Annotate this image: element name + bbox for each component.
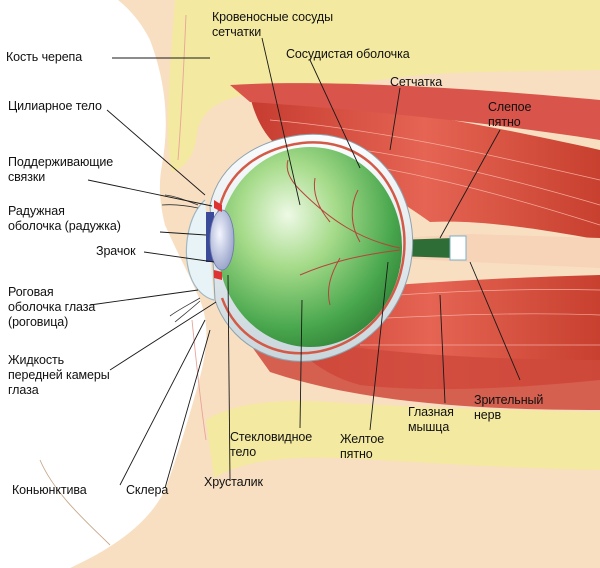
label-retina: Сетчатка: [390, 75, 443, 89]
upper-eyelid-muscle: [230, 83, 600, 140]
label-macula: Желтое пятно: [340, 432, 385, 461]
label-blind-spot: Слепое пятно: [488, 100, 532, 129]
label-cornea: Роговая оболочка глаза (роговица): [8, 285, 96, 329]
label-choroid: Сосудистая оболочка: [286, 47, 410, 61]
label-retina-vessels: Кровеносные сосуды сетчатки: [212, 10, 333, 39]
label-suspensory-ligaments: Поддерживающие связки: [8, 155, 114, 184]
nose-profile: [0, 0, 168, 568]
label-lens: Хрусталик: [204, 475, 263, 489]
label-iris: Радужная оболочка (радужка): [8, 204, 121, 233]
label-eye-muscle: Глазная мышца: [408, 405, 454, 434]
label-sclera: Склера: [126, 483, 169, 497]
skull-bone-upper: [168, 0, 600, 172]
label-skull-bone: Кость черепа: [6, 50, 83, 64]
crystalline-lens: [209, 209, 235, 271]
skull-bone-lower: [206, 400, 600, 478]
vitreous-body: [218, 147, 402, 347]
label-aqueous-humor: Жидкость передней камеры глаза: [8, 353, 110, 397]
label-ciliary-body: Цилиарное тело: [8, 99, 102, 113]
label-conjunctiva: Коньюнктива: [12, 483, 87, 497]
label-optic-nerve: Зрительный нерв: [474, 393, 544, 422]
label-vitreous-body: Стекловидное тело: [230, 430, 313, 459]
leader-lines: [87, 37, 521, 489]
upper-eye-muscle: [250, 96, 600, 240]
label-pupil: Зрачок: [96, 244, 136, 258]
